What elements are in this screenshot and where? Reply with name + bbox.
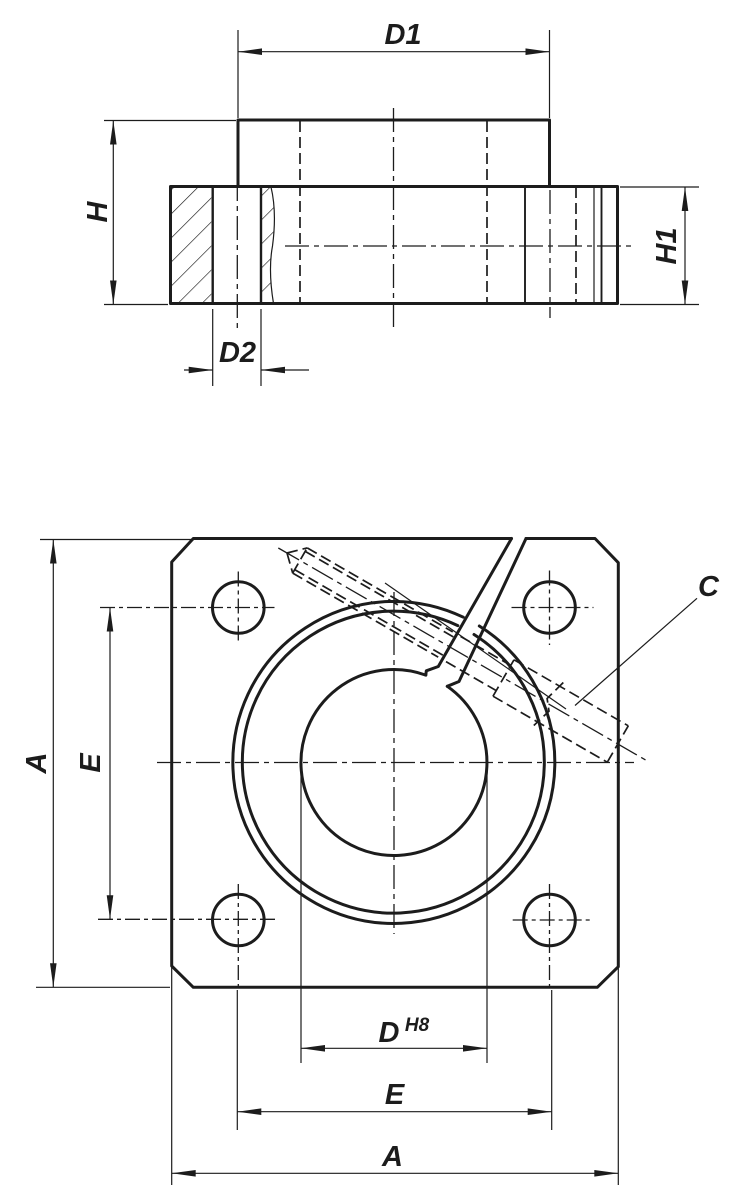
bore-circle bbox=[299, 667, 489, 857]
plate-outline-side bbox=[169, 185, 619, 305]
outer-circle bbox=[231, 599, 557, 925]
dim-h: H bbox=[82, 119, 236, 306]
dim-a-left: A bbox=[21, 538, 194, 988]
dim-h1-label: H1 bbox=[651, 227, 683, 264]
dim-d1-label: D1 bbox=[384, 19, 421, 51]
dim-h-label: H bbox=[82, 200, 114, 222]
dim-h1: H1 bbox=[620, 186, 699, 306]
plate-outline-plan bbox=[170, 537, 620, 989]
section-view: D1 H H1 D2 bbox=[82, 19, 699, 386]
c-leader-line bbox=[574, 597, 698, 706]
clamp-screw-hidden bbox=[277, 547, 647, 763]
dim-d-label: D bbox=[379, 1017, 400, 1049]
dim-d1: D1 bbox=[237, 19, 551, 118]
dim-e-left-label: E bbox=[75, 752, 107, 773]
dim-a-left-label: A bbox=[21, 753, 53, 775]
hatch-break-band bbox=[262, 188, 275, 303]
dim-d-tolerance-label: H8 bbox=[405, 1015, 430, 1036]
dim-d2: D2 bbox=[184, 309, 309, 386]
screw-axis-centerline bbox=[277, 547, 647, 762]
screw-drill-point bbox=[286, 547, 308, 574]
dim-e-bottom-label: E bbox=[385, 1079, 406, 1111]
clamp-slot-line-right bbox=[445, 537, 528, 688]
dim-a-bottom-label: A bbox=[381, 1141, 403, 1173]
break-wavy-line bbox=[269, 186, 275, 304]
dim-e-left: E bbox=[75, 607, 114, 920]
corner-hole-bottom-left bbox=[98, 884, 275, 990]
corner-hole-top-left bbox=[100, 571, 275, 644]
hatch-left-band bbox=[171, 188, 212, 302]
boss-outline bbox=[236, 118, 551, 188]
corner-hole-top-right bbox=[511, 570, 594, 645]
c-label: C bbox=[698, 571, 720, 603]
dim-d-bore: D H8 bbox=[300, 762, 488, 1063]
c-leader-line-axis bbox=[384, 582, 567, 710]
clamp-slot-line-left bbox=[424, 537, 513, 677]
c-callout: C bbox=[384, 571, 720, 710]
dim-d2-label: D2 bbox=[219, 337, 256, 369]
plan-view: C A E D H8 E bbox=[21, 537, 720, 1185]
dim-a-bottom: A bbox=[171, 966, 619, 1185]
boss-circle bbox=[240, 609, 546, 915]
dim-e-bottom: E bbox=[236, 990, 553, 1130]
corner-hole-bottom-right bbox=[512, 884, 594, 990]
